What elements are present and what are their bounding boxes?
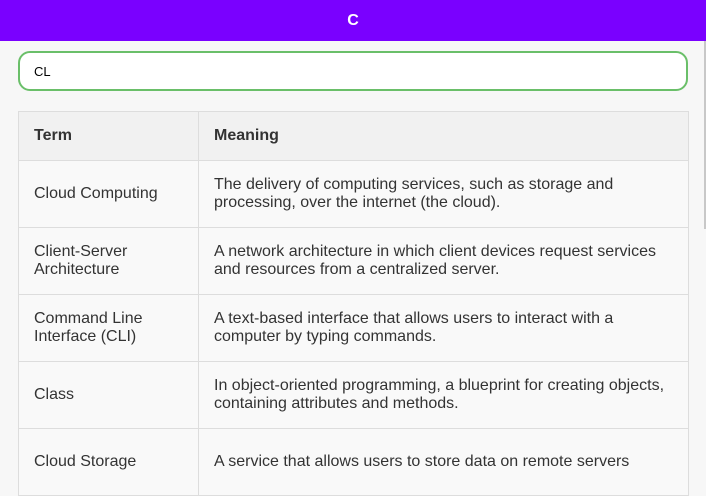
table-row: Client-Server Architecture A network arc… (18, 227, 689, 295)
glossary-table: Term Meaning Cloud Computing The deliver… (18, 111, 689, 496)
term-cell: Cloud Storage (18, 428, 199, 496)
table-row: Cloud Computing The delivery of computin… (18, 160, 689, 228)
meaning-cell: In object-oriented programming, a bluepr… (198, 361, 689, 429)
glossary-table-container: Term Meaning Cloud Computing The deliver… (18, 111, 689, 496)
table-row: Class In object-oriented programming, a … (18, 361, 689, 429)
meaning-cell: The delivery of computing services, such… (198, 160, 689, 228)
term-cell: Command Line Interface (CLI) (18, 294, 199, 362)
search-input[interactable] (18, 51, 688, 91)
search-container (18, 51, 688, 91)
page-title: C (347, 11, 359, 29)
app-header: C (0, 0, 706, 41)
table-row: Cloud Storage A service that allows user… (18, 428, 689, 496)
term-cell: Cloud Computing (18, 160, 199, 228)
table-header-row: Term Meaning (18, 111, 689, 161)
column-header-term: Term (18, 111, 199, 161)
column-header-meaning: Meaning (198, 111, 689, 161)
meaning-cell: A service that allows users to store dat… (198, 428, 689, 496)
scrollbar[interactable] (704, 41, 706, 229)
meaning-cell: A network architecture in which client d… (198, 227, 689, 295)
table-row: Command Line Interface (CLI) A text-base… (18, 294, 689, 362)
term-cell: Client-Server Architecture (18, 227, 199, 295)
meaning-cell: A text-based interface that allows users… (198, 294, 689, 362)
term-cell: Class (18, 361, 199, 429)
